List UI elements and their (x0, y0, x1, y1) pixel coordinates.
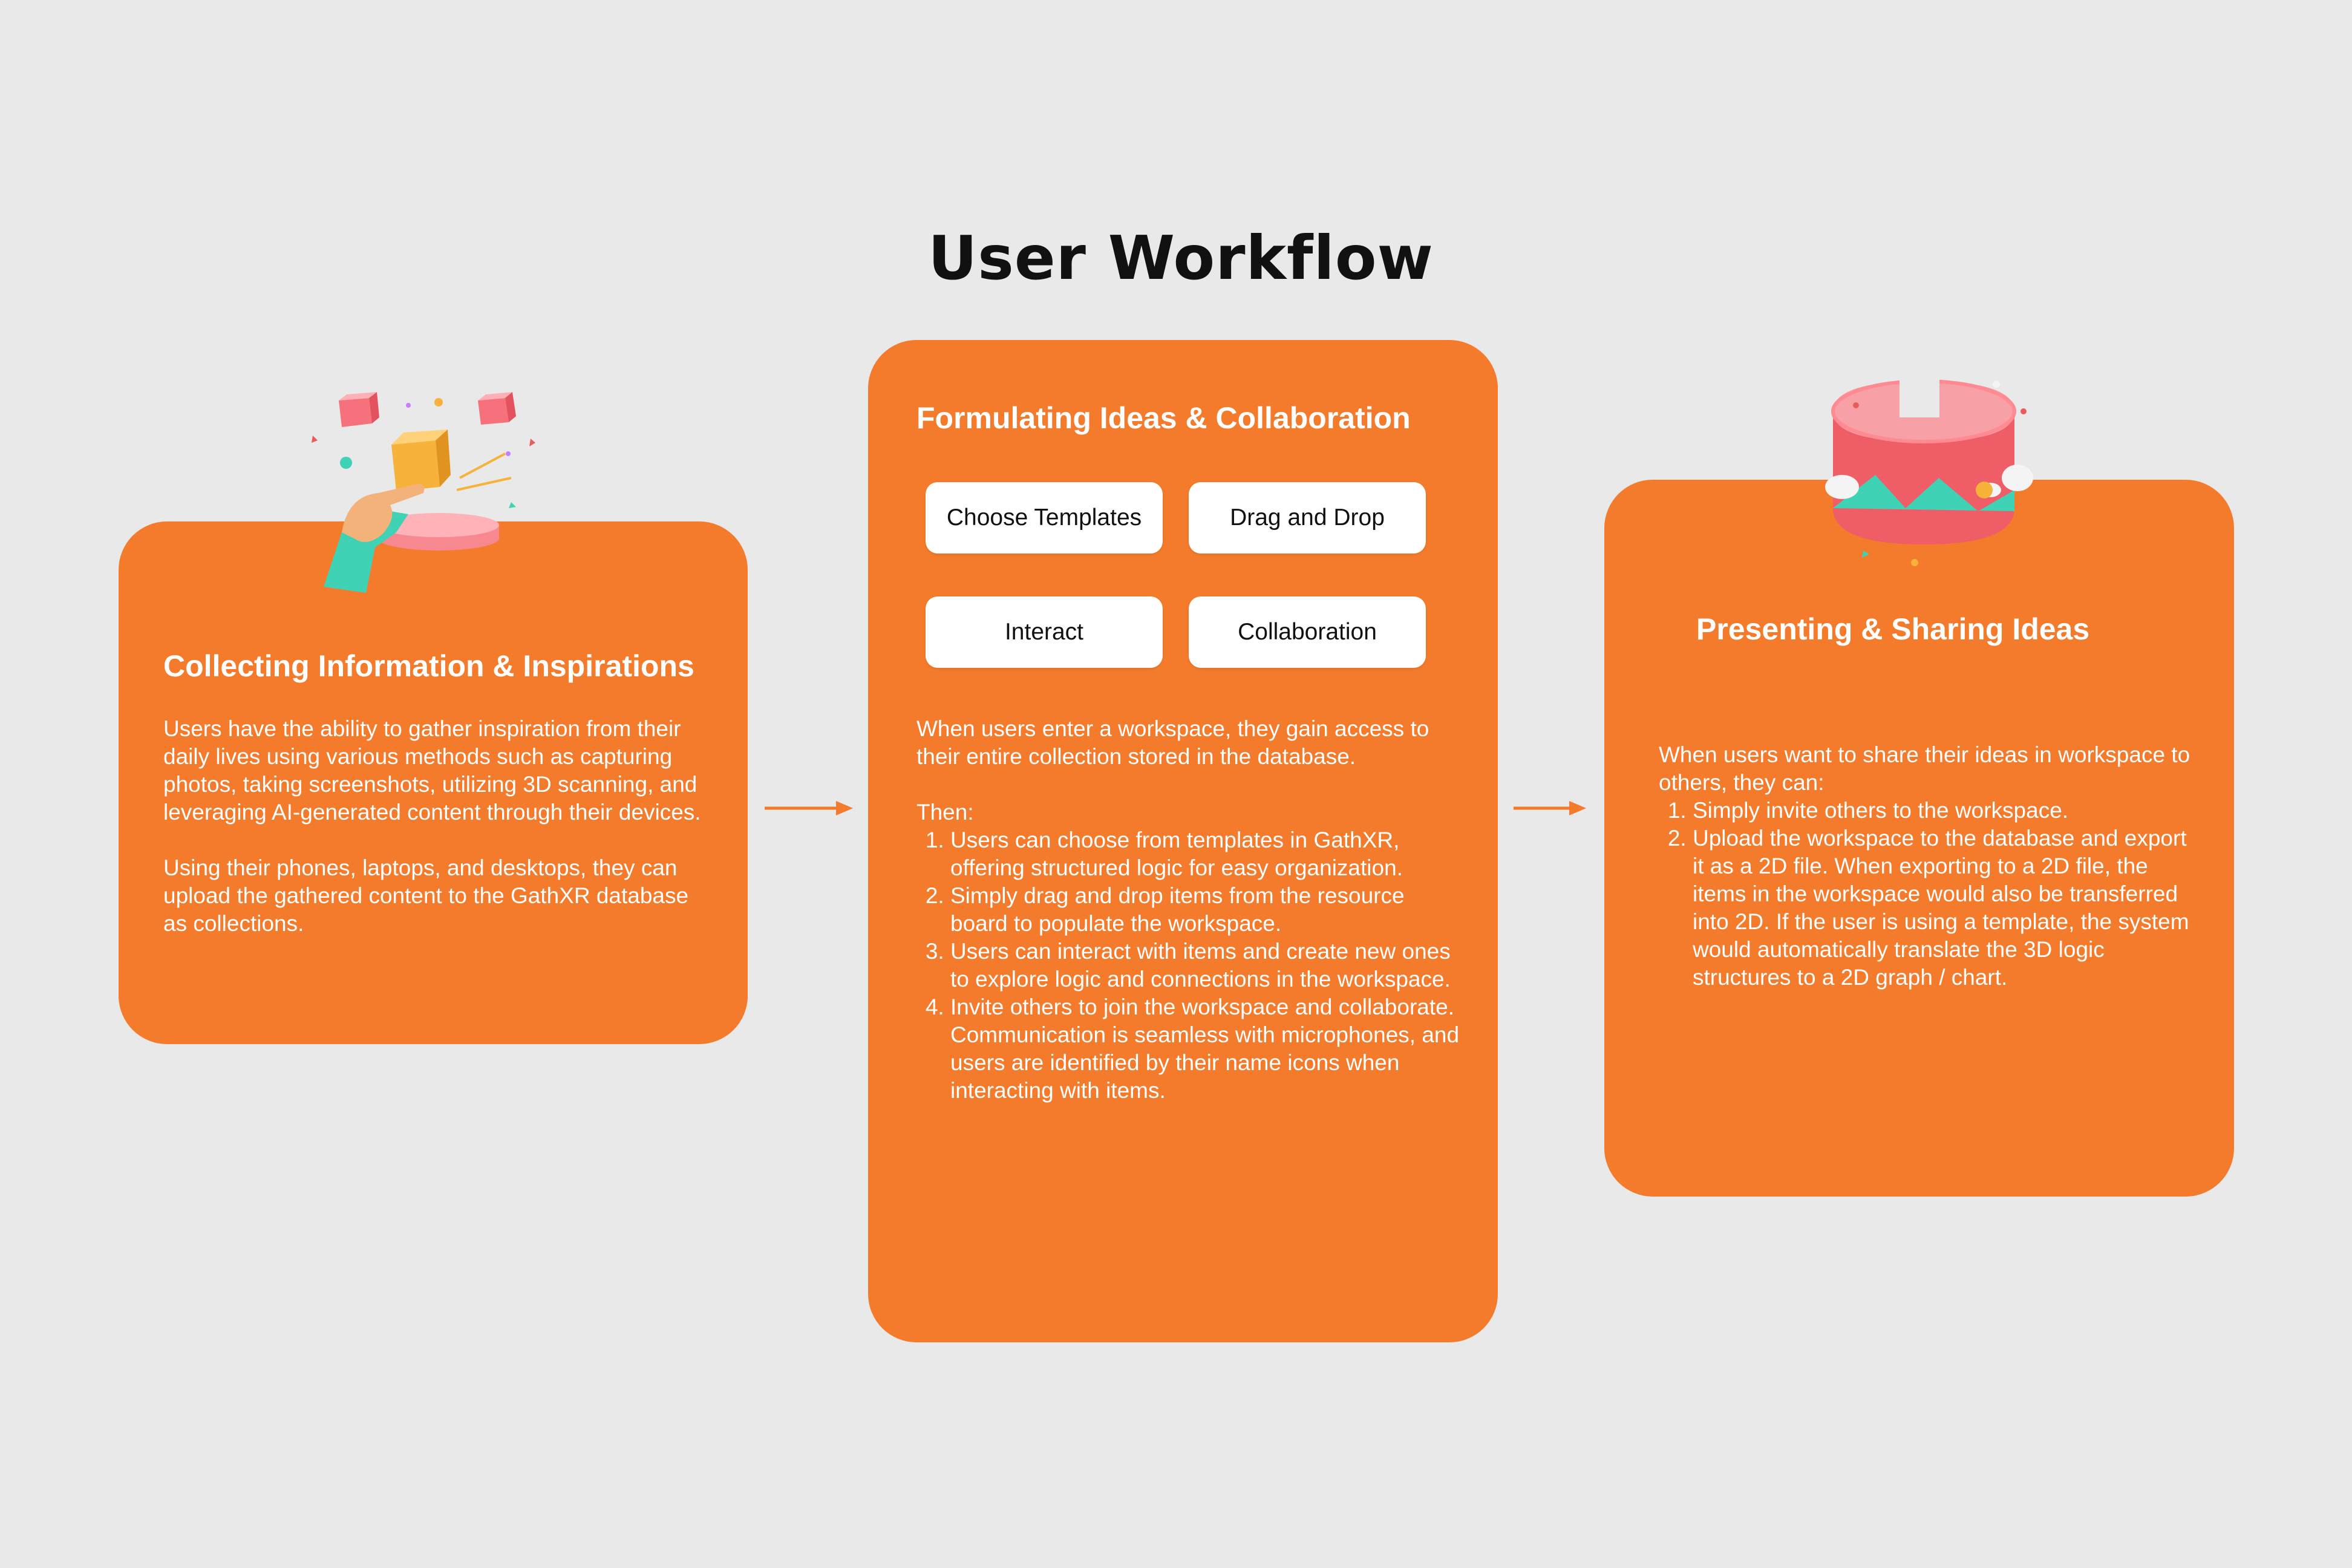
cylinder-chart-icon (1825, 375, 2033, 566)
hand-icon (324, 484, 425, 593)
list-item: Invite others to join the workspace and … (950, 993, 1461, 1105)
step-title: Presenting & Sharing Ideas (1696, 612, 2090, 646)
small-cube-icon (339, 392, 379, 427)
list-item: Users can choose from templates in GathX… (950, 826, 1461, 882)
hand-touching-cube-icon (312, 392, 535, 593)
list-item: Users can interact with items and create… (950, 938, 1461, 993)
page-title: User Workflow (928, 223, 1434, 293)
chip-drag-and-drop: Drag and Drop (1189, 482, 1426, 554)
arrow-right-icon (765, 801, 853, 815)
step-list: Users can choose from templates in GathX… (916, 826, 1461, 1105)
paragraph: Users have the ability to gather inspira… (163, 716, 701, 825)
step-description: Users have the ability to gather inspira… (163, 715, 708, 938)
step-card-collecting: Collecting Information & Inspirations Us… (119, 521, 748, 1044)
step-list: Simply invite others to the workspace. U… (1659, 797, 2203, 991)
step-description: When users want to share their ideas in … (1659, 741, 2203, 991)
list-item: Upload the workspace to the database and… (1693, 825, 2203, 991)
paragraph: Using their phones, laptops, and desktop… (163, 855, 689, 936)
intro-text: When users want to share their ideas in … (1659, 742, 2190, 795)
arrow-right-icon (1514, 801, 1586, 815)
step-description: When users enter a workspace, they gain … (916, 715, 1461, 1105)
list-item: Simply drag and drop items from the reso… (950, 882, 1461, 938)
step-card-presenting: Presenting & Sharing Ideas When users wa… (1604, 480, 2234, 1197)
chip-choose-templates: Choose Templates (926, 482, 1163, 554)
step-card-formulating: Formulating Ideas & Collaboration Choose… (868, 340, 1498, 1342)
step-title: Collecting Information & Inspirations (163, 649, 694, 683)
cube-icon (391, 430, 451, 491)
intro-text: When users enter a workspace, they gain … (916, 716, 1429, 769)
then-label: Then: (916, 800, 974, 825)
chip-collaboration: Collaboration (1189, 596, 1426, 668)
small-cube-icon (478, 392, 516, 425)
step-title: Formulating Ideas & Collaboration (916, 401, 1411, 435)
chip-interact: Interact (926, 596, 1163, 668)
list-item: Simply invite others to the workspace. (1693, 797, 2203, 825)
